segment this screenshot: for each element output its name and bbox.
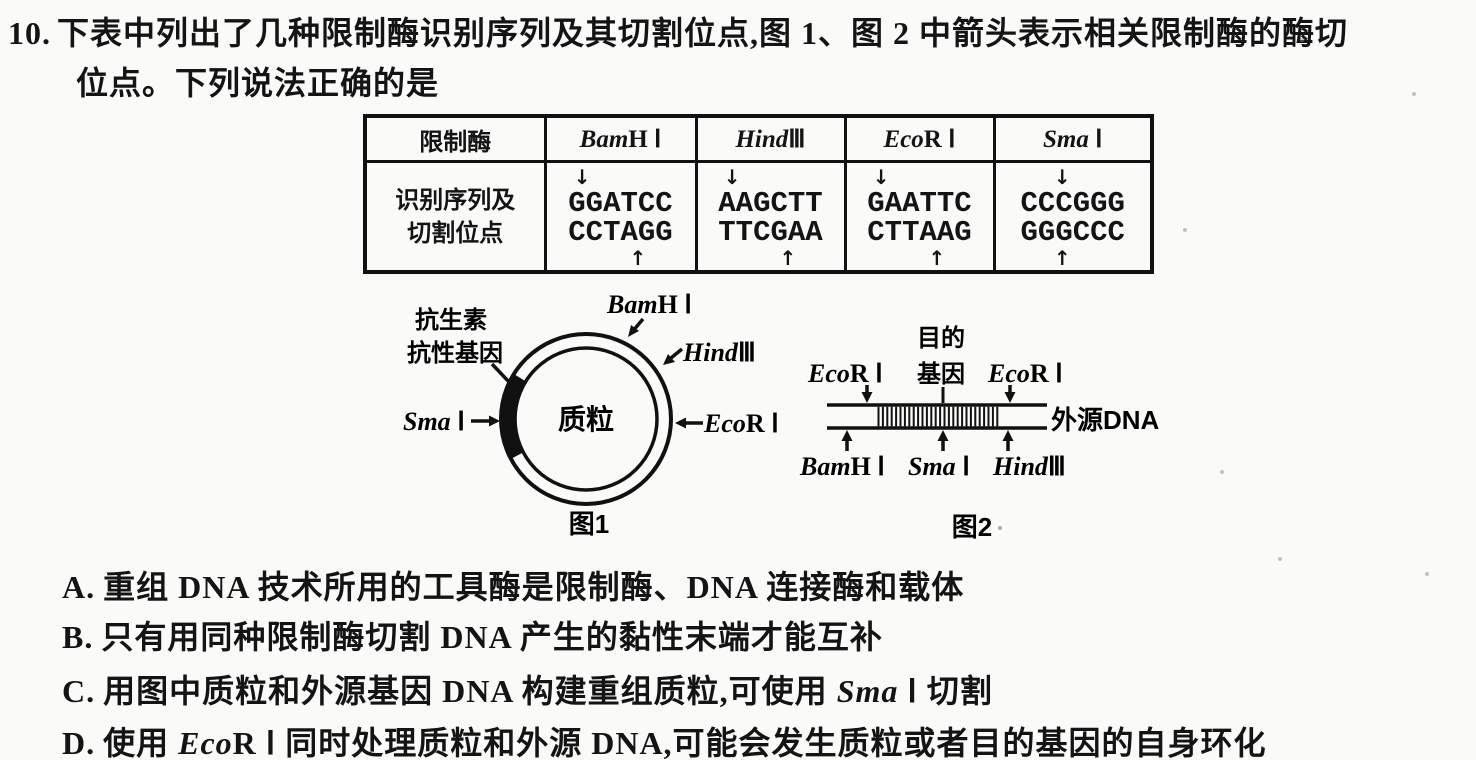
row-label-line-2: 切割位点 — [407, 219, 504, 247]
bottom-cut-arrow: ↑ — [928, 245, 946, 270]
bottom-cut-arrow: ↑ — [779, 245, 797, 270]
ecor1-left-arrowhead — [861, 392, 873, 403]
option-d-label: D. — [62, 725, 96, 760]
sequence-cell-sma1: ↓ CCCGGG GGGCCC ↑ — [992, 160, 1154, 274]
bamh1-arrowhead — [628, 325, 639, 337]
option-b-text: 只有用同种限制酶切割 DNA 产生的黏性末端才能互补 — [101, 619, 883, 655]
option-d: D.使用 EcoR Ⅰ 同时处理质粒和外源 DNA,可能会发生质粒或者目的基因的… — [62, 718, 1267, 760]
option-c: C.用图中质粒和外源基因 DNA 构建重组质粒,可使用 Sma Ⅰ 切割 — [62, 666, 993, 712]
figure1-caption: 图1 — [569, 509, 609, 539]
figure1-plasmid-diagram: 抗生素 抗性基因 BamH Ⅰ HindⅢ Sma Ⅰ EcoR Ⅰ 质粒 图1 — [403, 290, 779, 539]
enzyme-header-ecor1: EcoR Ⅰ — [843, 114, 996, 163]
sma1-up-arrowhead — [937, 430, 949, 441]
antibiotic-gene-pointer-line — [490, 362, 513, 386]
top-cut-arrow: ↓ — [573, 164, 591, 189]
sma1-label: Sma Ⅰ — [403, 407, 465, 436]
question-stem-line-2: 位点。下列说法正确的是 — [76, 65, 440, 101]
table-corner-header: 限制酶 — [363, 114, 547, 163]
bamh1-label: BamH Ⅰ — [606, 290, 692, 319]
ecor1-right-label: EcoR Ⅰ — [987, 359, 1063, 388]
top-strand-sequence: GGATCC — [568, 186, 673, 220]
top-strand-sequence: CCCGGG — [1020, 186, 1125, 220]
hind3-arrow-line — [669, 347, 684, 360]
target-gene-hatched-region — [877, 406, 999, 427]
scan-speck — [998, 526, 1002, 530]
option-b-label: B. — [62, 619, 94, 655]
ecor1-label: EcoR Ⅰ — [703, 409, 779, 438]
option-b: B.只有用同种限制酶切割 DNA 产生的黏性末端才能互补 — [62, 612, 883, 658]
hind3-bottom-label: HindⅢ — [992, 452, 1066, 481]
bottom-cut-arrow: ↑ — [1053, 245, 1071, 270]
bottom-strand-sequence: TTCGAA — [718, 215, 823, 249]
option-a-text: 重组 DNA 技术所用的工具酶是限制酶、DNA 连接酶和载体 — [103, 569, 965, 605]
scan-speck — [1412, 92, 1416, 96]
row-label-cell: 识别序列及 切割位点 — [363, 160, 547, 274]
bamh1-bottom-label: BamH Ⅰ — [799, 452, 885, 481]
sequence-cell-bamh1: ↓ GGATCC CCTAGG ↑ — [543, 160, 698, 274]
question-stem-text-1: 下表中列出了几种限制酶识别序列及其切割位点,图 1、图 2 中箭头表示相关限制酶… — [57, 15, 1349, 51]
scan-speck — [1278, 557, 1282, 561]
hind3-label: HindⅢ — [682, 338, 756, 367]
option-a: A.重组 DNA 技术所用的工具酶是限制酶、DNA 连接酶和载体 — [62, 562, 964, 608]
table-header-row: 限制酶 BamH Ⅰ HindⅢ EcoR Ⅰ Sma Ⅰ — [363, 114, 1154, 163]
bottom-strand-sequence: CTTAAG — [867, 215, 972, 249]
sma1-bottom-label: Sma Ⅰ — [908, 452, 970, 481]
ecor1-arrowhead — [675, 417, 686, 429]
option-c-label: C. — [62, 673, 96, 709]
question-stem-line-1: 10.下表中列出了几种限制酶识别序列及其切割位点,图 1、图 2 中箭头表示相关… — [8, 8, 1348, 54]
target-gene-label-line-1: 目的 — [917, 324, 965, 352]
scan-speck — [1300, 38, 1304, 42]
option-a-label: A. — [62, 569, 96, 605]
top-strand-sequence: GAATTC — [867, 186, 972, 220]
bamh1-up-arrowhead — [841, 430, 853, 441]
figure2-caption: 图2 — [952, 512, 992, 542]
antibiotic-resistance-gene-segment — [499, 373, 528, 460]
enzyme-header-sma1: Sma Ⅰ — [992, 114, 1154, 163]
plasmid-label: 质粒 — [558, 404, 614, 435]
top-cut-arrow: ↓ — [723, 164, 741, 189]
top-cut-arrow: ↓ — [872, 164, 890, 189]
sequence-cell-hind3: ↓ AAGCTT TTCGAA ↑ — [694, 160, 847, 274]
top-strand-sequence: AAGCTT — [718, 186, 823, 220]
top-cut-arrow: ↓ — [1053, 164, 1071, 189]
restriction-enzyme-table: 限制酶 BamH Ⅰ HindⅢ EcoR Ⅰ Sma Ⅰ 识别序列及 切割位点… — [363, 114, 1154, 274]
sequence-cell-ecor1: ↓ GAATTC CTTAAG ↑ — [843, 160, 996, 274]
antibiotic-gene-label-line-1: 抗生素 — [415, 306, 487, 334]
enzyme-header-bamh1: BamH Ⅰ — [543, 114, 698, 163]
table-sequence-row: 识别序列及 切割位点 ↓ GGATCC CCTAGG ↑ ↓ AAGCTT TT… — [363, 160, 1154, 274]
scan-speck — [1220, 470, 1224, 474]
hind3-up-arrowhead — [1002, 430, 1014, 441]
foreign-dna-label: 外源DNA — [1051, 405, 1160, 435]
ecor1-right-arrowhead — [1004, 392, 1016, 403]
target-gene-label-line-2: 基因 — [917, 361, 965, 388]
option-d-text-1: 使用 — [103, 725, 179, 760]
sma1-arrowhead — [489, 415, 500, 427]
option-d-text-2: R Ⅰ 同时处理质粒和外源 DNA,可能会发生质粒或者目的基因的自身环化 — [232, 725, 1267, 760]
figure2-foreign-dna-diagram: 目的 基因 EcoR Ⅰ EcoR Ⅰ 外源DNA BamH Ⅰ Sma Ⅰ H… — [799, 324, 1160, 542]
option-c-enzyme-italic: Sma — [836, 673, 899, 709]
scan-speck — [1425, 572, 1429, 576]
option-c-text-1: 用图中质粒和外源基因 DNA 构建重组质粒,可使用 — [103, 673, 837, 709]
bottom-strand-sequence: GGGCCC — [1020, 215, 1125, 249]
option-c-text-2: Ⅰ 切割 — [898, 673, 993, 709]
bottom-cut-arrow: ↑ — [629, 245, 647, 270]
bottom-strand-sequence: CCTAGG — [568, 215, 673, 249]
question-number: 10. — [8, 15, 51, 51]
option-d-enzyme-italic: Eco — [178, 725, 233, 760]
enzyme-header-hind3: HindⅢ — [694, 114, 847, 163]
row-label-line-1: 识别序列及 — [395, 186, 516, 214]
hind3-arrowhead — [663, 354, 675, 365]
ecor1-left-label: EcoR Ⅰ — [807, 359, 883, 388]
antibiotic-gene-label-line-2: 抗性基因 — [407, 339, 503, 367]
scan-speck — [1183, 228, 1187, 232]
